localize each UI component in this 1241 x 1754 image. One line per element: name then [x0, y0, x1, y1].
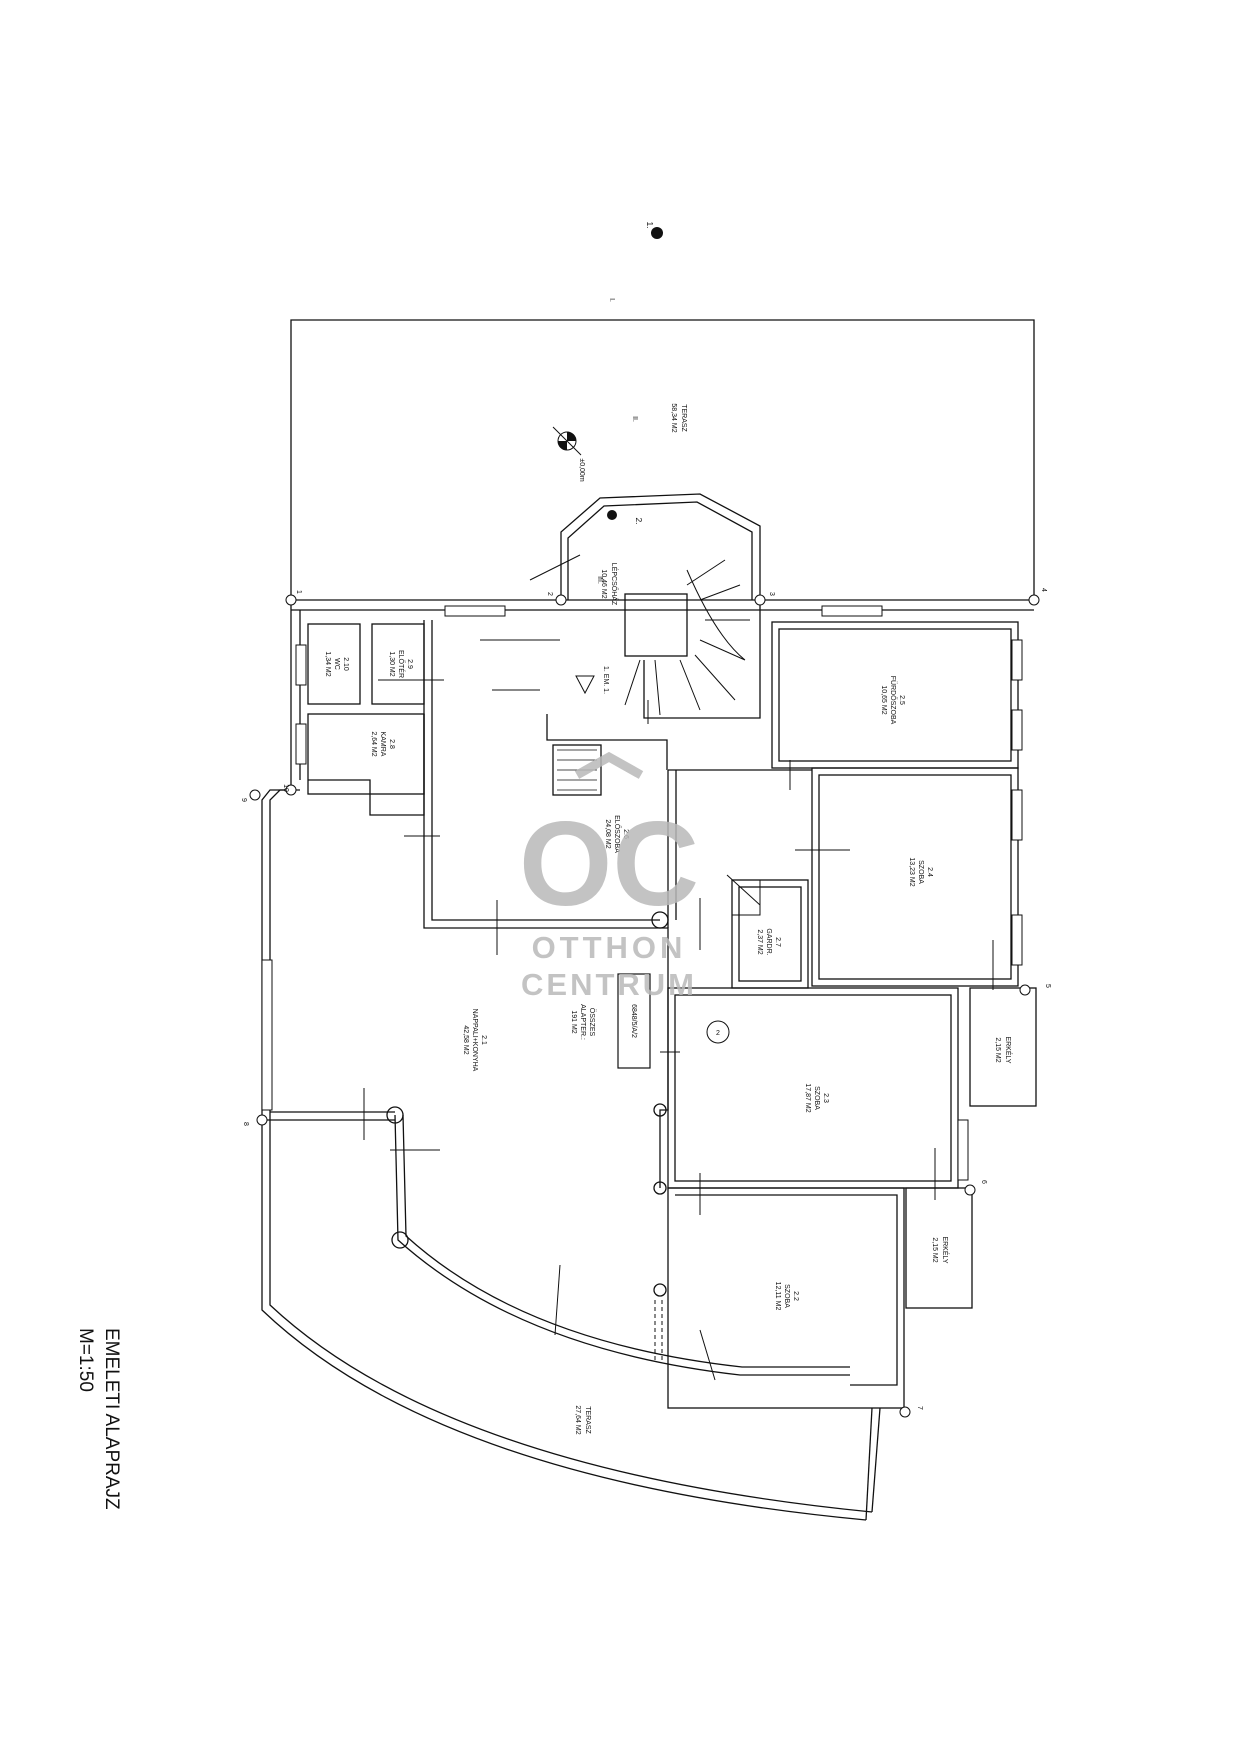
parcel-number: 6848/5/A/2	[630, 1004, 637, 1038]
wc-name: WC	[333, 658, 340, 670]
axis-7: 7	[916, 1406, 923, 1410]
axis-3: 3	[768, 592, 775, 596]
openings	[261, 605, 1023, 1360]
eloszoba-area: 24,08 M2	[604, 819, 611, 848]
szoba-23-num: 2.3	[822, 1093, 829, 1103]
nappali-name: NAPPALI+KONYHA	[471, 1009, 478, 1072]
terasz-top-name: TERASZ	[680, 404, 687, 432]
axis-8: 8	[242, 1122, 249, 1126]
kamra-area: 2,64 M2	[370, 731, 377, 756]
watermark-line1: OTTHON	[532, 930, 687, 965]
gardr-num: 2.7	[774, 937, 781, 947]
eloter-name: ELŐTÉR	[397, 650, 406, 678]
szoba-23-name: SZOBA	[813, 1086, 820, 1110]
erkely-2-name: ERKÉLY	[941, 1236, 950, 1263]
label-wc: 2.10 WC 1,34 M2	[324, 651, 349, 676]
terasz-bottom-area: 27,64 M2	[574, 1405, 581, 1434]
eloter-area: 1,30 M2	[388, 651, 395, 676]
label-szoba-24: 2.4 SZOBA 13,23 M2	[908, 857, 933, 886]
wc-num: 2.10	[342, 657, 349, 671]
axis-2: 2	[546, 592, 553, 596]
axis-1-top: 1	[295, 590, 302, 594]
level-circle	[706, 1020, 730, 1044]
label-osszes: ÖSSZES ALAPTER.: 191 M2	[570, 1004, 596, 1040]
szoba-24-area: 13,23 M2	[908, 857, 915, 886]
watermark-roof-icon	[574, 751, 644, 779]
furdoszoba-num: 2.5	[898, 695, 905, 705]
kamra-name: KAMRA	[379, 732, 386, 757]
osszes-line3: 191 M2	[570, 1010, 577, 1033]
section-mark-ii: II.	[631, 416, 638, 422]
label-erkely-2: ERKÉLY 2,15 M2	[931, 1236, 950, 1263]
section-mark-iii: III.	[596, 576, 603, 584]
szoba-22-area: 12,11 M2	[774, 1282, 781, 1311]
label-kamra: 2.8 KAMRA 2,64 M2	[370, 731, 395, 756]
label-eloter: 2.9 ELŐTÉR 1,30 M2	[388, 650, 413, 678]
watermark-mark: OC	[519, 797, 699, 931]
section-mark-i: I.	[608, 298, 615, 302]
lepcsohaz-name: LÉPCSŐHÁZ	[610, 563, 619, 606]
axis-6: 6	[980, 1180, 987, 1184]
level-circle-number: 2	[716, 1030, 720, 1037]
label-furdoszoba: 2.5 FÜRDŐSZOBA 10,65 M2	[880, 676, 905, 725]
section-marks	[363, 554, 994, 1381]
wc-area: 1,34 M2	[324, 651, 331, 676]
axis-numbers: 1 2 3 4 5 6 7 8 9 10	[240, 588, 1051, 1410]
axis-10: 10	[282, 784, 289, 792]
eloter-num: 2.9	[406, 659, 413, 669]
room-labels: TERASZ 58,34 M2 LÉPCSŐHÁZ 10,46 M2 2. 1.…	[324, 403, 1013, 1434]
eloszoba-name: ELŐSZOBA	[613, 815, 622, 853]
szoba-23-area: 17,87 M2	[804, 1083, 811, 1112]
watermark-line2: CENTRUM	[521, 967, 697, 1002]
label-terasz-top: TERASZ 58,34 M2	[670, 403, 687, 432]
osszes-line2: ALAPTER.:	[579, 1004, 586, 1040]
axis-9: 9	[240, 798, 247, 802]
szoba-24-num: 2.4	[926, 867, 933, 877]
gardr-area: 2,37 M2	[756, 929, 763, 954]
label-nappali: 2.1 NAPPALI+KONYHA 42,58 M2	[462, 1009, 487, 1072]
entrance-arrow-icon	[575, 675, 595, 695]
osszes-line1: ÖSSZES	[588, 1008, 596, 1037]
gardr-name: GARDR.	[765, 928, 772, 955]
szoba-22-name: SZOBA	[783, 1284, 790, 1308]
furdoszoba-name: FÜRDŐSZOBA	[889, 676, 898, 725]
elevation-label: ±0,00m	[578, 458, 585, 481]
drawing-title: EMELETI ALAPRAJZ	[101, 1328, 122, 1510]
kamra-num: 2.8	[388, 739, 395, 749]
label-erkely-1: ERKÉLY 2,15 M2	[994, 1036, 1013, 1063]
survey-point-dot	[651, 227, 663, 239]
terasz-top-area: 58,34 M2	[670, 403, 677, 432]
axis-4: 4	[1040, 588, 1047, 592]
elevation-marker: ±0,00m	[552, 426, 585, 482]
eloszoba-num: 2.6	[622, 829, 629, 839]
label-eloszoba: 2.6 ELŐSZOBA 24,08 M2	[604, 815, 629, 853]
label-szoba-23: 2.3 SZOBA 17,87 M2	[804, 1083, 829, 1112]
erkely-1-name: ERKÉLY	[1004, 1036, 1013, 1063]
parcel-box	[617, 973, 651, 1069]
label-szoba-22: 2.2 SZOBA 12,11 M2	[774, 1282, 799, 1311]
axis-5: 5	[1044, 984, 1051, 988]
label-gardr: 2.7 GARDR. 2,37 M2	[756, 928, 781, 955]
survey-point-label: 1.	[645, 221, 655, 228]
szoba-24-name: SZOBA	[917, 860, 924, 884]
erkely-2-area: 2,15 M2	[931, 1237, 938, 1262]
nappali-area: 42,58 M2	[462, 1025, 469, 1054]
stair-number: 2.	[634, 517, 644, 524]
floor-label: 1. EM. 1.	[602, 666, 609, 694]
label-lepcsohaz: LÉPCSŐHÁZ 10,46 M2	[600, 563, 619, 606]
otthon-centrum-watermark: OC OTTHON CENTRUM	[519, 751, 699, 1002]
nappali-num: 2.1	[480, 1035, 487, 1045]
szoba-22-num: 2.2	[792, 1291, 799, 1301]
drawing-title-block: EMELETI ALAPRAJZ M=1:50	[75, 1328, 122, 1510]
axis-markers	[249, 594, 1040, 1418]
stair-point-dot	[607, 510, 617, 520]
lepcsohaz-area: 10,46 M2	[600, 569, 607, 598]
terasz-bottom-name: TERASZ	[584, 1406, 591, 1434]
erkely-1-area: 2,15 M2	[994, 1037, 1001, 1062]
drawing-scale: M=1:50	[75, 1328, 96, 1392]
furdoszoba-area: 10,65 M2	[880, 685, 887, 714]
label-terasz-bottom: TERASZ 27,64 M2	[574, 1405, 591, 1434]
